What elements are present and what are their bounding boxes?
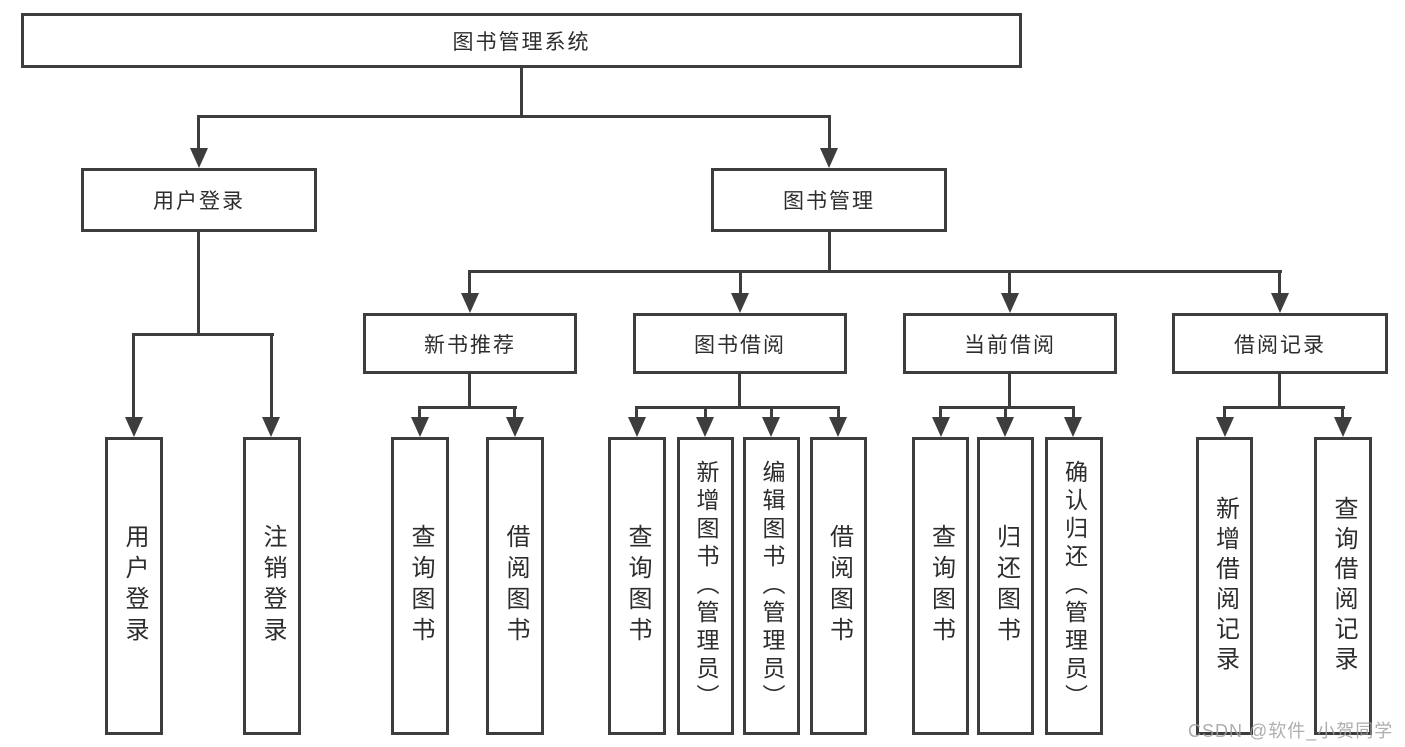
leaf-recommend-borrow-book-label: 借阅图书 <box>502 524 529 648</box>
connector-line <box>197 115 200 150</box>
leaf-user-login-label: 用户登录 <box>121 524 148 648</box>
arrow-down-icon <box>1064 417 1082 437</box>
connector-line <box>1341 406 1344 419</box>
arrow-down-icon <box>262 417 280 437</box>
connector-line <box>468 270 471 295</box>
leaf-recommend-query-book-label: 查询图书 <box>407 524 434 648</box>
arrow-down-icon <box>731 293 749 313</box>
connector-line <box>132 333 274 336</box>
node-user-login: 用户登录 <box>81 168 317 232</box>
connector-line <box>1278 270 1281 295</box>
arrow-down-icon <box>190 148 208 168</box>
connector-line <box>1072 406 1075 419</box>
leaf-add-book-admin: 新增图书（管理员） <box>677 437 734 735</box>
connector-line <box>738 374 741 409</box>
connector-line <box>1223 406 1345 409</box>
connector-line <box>828 232 831 273</box>
connector-line <box>270 333 273 419</box>
leaf-logout-label: 注销登录 <box>259 524 286 648</box>
node-borrow-record-label: 借阅记录 <box>1234 333 1326 357</box>
leaf-add-borrow-record-label: 新增借阅记录 <box>1211 496 1239 676</box>
connector-line <box>837 406 840 419</box>
node-borrow-record: 借阅记录 <box>1172 313 1388 374</box>
leaf-confirm-return-admin: 确认归还（管理员） <box>1045 437 1103 735</box>
connector-line <box>197 232 200 336</box>
node-current-borrow: 当前借阅 <box>903 313 1117 374</box>
connector-line <box>828 115 831 150</box>
connector-line <box>418 406 421 419</box>
leaf-borrow-borrow-book: 借阅图书 <box>810 437 867 735</box>
arrow-down-icon <box>628 417 646 437</box>
leaf-edit-book-admin-label: 编辑图书（管理员） <box>759 460 785 712</box>
arrow-down-icon <box>696 417 714 437</box>
node-user-login-label: 用户登录 <box>153 190 245 213</box>
connector-line <box>197 115 831 118</box>
arrow-down-icon <box>1216 417 1234 437</box>
node-book-borrow: 图书借阅 <box>633 313 847 374</box>
arrow-down-icon <box>125 417 143 437</box>
csdn-watermark: CSDN @软件_小贺同学 <box>1188 721 1394 741</box>
arrow-down-icon <box>506 417 524 437</box>
connector-line <box>513 406 516 419</box>
leaf-borrow-query-book-label: 查询图书 <box>624 524 651 648</box>
arrow-down-icon <box>461 293 479 313</box>
arrow-down-icon <box>1271 293 1289 313</box>
node-new-book-recommend-label: 新书推荐 <box>424 333 516 357</box>
connector-line <box>132 333 135 419</box>
leaf-current-query-book-label: 查询图书 <box>927 524 955 648</box>
connector-line <box>418 406 517 409</box>
connector-line <box>468 270 1282 273</box>
node-new-book-recommend: 新书推荐 <box>363 313 577 374</box>
leaf-borrow-query-book: 查询图书 <box>608 437 666 735</box>
leaf-borrow-borrow-book-label: 借阅图书 <box>825 524 853 648</box>
connector-line <box>1278 374 1281 409</box>
connector-line <box>1008 270 1011 295</box>
node-root: 图书管理系统 <box>21 13 1022 68</box>
leaf-recommend-borrow-book: 借阅图书 <box>486 437 544 735</box>
leaf-query-borrow-record: 查询借阅记录 <box>1314 437 1372 735</box>
connector-line <box>1004 406 1007 419</box>
connector-line <box>770 406 773 419</box>
node-root-label: 图书管理系统 <box>452 30 591 54</box>
leaf-add-book-admin-label: 新增图书（管理员） <box>693 460 719 712</box>
leaf-current-query-book: 查询图书 <box>912 437 969 735</box>
connector-line <box>1008 374 1011 409</box>
leaf-logout: 注销登录 <box>243 437 301 735</box>
arrow-down-icon <box>829 417 847 437</box>
connector-line <box>739 270 742 295</box>
connector-line <box>520 68 523 118</box>
leaf-edit-book-admin: 编辑图书（管理员） <box>743 437 800 735</box>
leaf-user-login: 用户登录 <box>105 437 163 735</box>
node-book-borrow-label: 图书借阅 <box>694 333 786 357</box>
connector-line <box>1223 406 1226 419</box>
leaf-query-borrow-record-label: 查询借阅记录 <box>1330 496 1357 676</box>
arrow-down-icon <box>1334 417 1352 437</box>
arrow-down-icon <box>411 417 429 437</box>
connector-line <box>635 406 840 409</box>
node-book-management-label: 图书管理 <box>783 190 875 213</box>
leaf-return-book-label: 归还图书 <box>992 524 1020 648</box>
connector-line <box>635 406 638 419</box>
node-book-management: 图书管理 <box>711 168 947 232</box>
arrow-down-icon <box>932 417 950 437</box>
arrow-down-icon <box>820 148 838 168</box>
arrow-down-icon <box>762 417 780 437</box>
arrow-down-icon <box>996 417 1014 437</box>
node-current-borrow-label: 当前借阅 <box>964 333 1056 357</box>
connector-line <box>468 374 471 409</box>
leaf-recommend-query-book: 查询图书 <box>391 437 449 735</box>
connector-line <box>704 406 707 419</box>
connector-line <box>939 406 942 419</box>
leaf-return-book: 归还图书 <box>977 437 1034 735</box>
arrow-down-icon <box>1001 293 1019 313</box>
leaf-add-borrow-record: 新增借阅记录 <box>1196 437 1253 735</box>
leaf-confirm-return-admin-label: 确认归还（管理员） <box>1061 460 1088 712</box>
connector-line <box>939 406 1075 409</box>
